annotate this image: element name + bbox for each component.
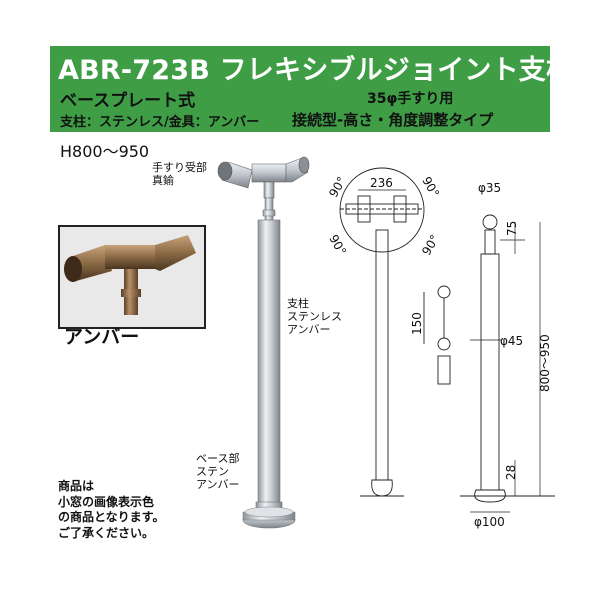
- product-subtitle: ベースプレート式: [60, 91, 196, 111]
- dim-post-dia: φ45: [500, 334, 524, 348]
- dim-width: 236: [370, 176, 393, 190]
- callout-base: ベース部 ステン アンバー: [196, 452, 240, 491]
- product-title: ABR-723B フレキシブルジョイント支柱: [58, 55, 574, 86]
- finish-photo: [58, 225, 206, 329]
- material-spec: 支柱：ステンレス/金具：アンバー: [60, 115, 260, 130]
- handrail-size: 35φ手すり用: [367, 91, 454, 107]
- dim-base-dia: φ100: [474, 515, 505, 529]
- top-view: [339, 167, 425, 253]
- header-banner: [50, 46, 550, 132]
- dimension-lines: [358, 189, 541, 513]
- finish-label: アンバー: [64, 326, 140, 348]
- product-illustration: [217, 156, 310, 529]
- handrail-receiver: [217, 156, 310, 199]
- base-plate: [242, 501, 296, 529]
- callout-post: 支柱 ステンレス アンバー: [287, 297, 342, 336]
- joint-detail: [423, 285, 451, 385]
- type-description: 接続型-高さ・角度調整タイプ: [292, 111, 494, 129]
- dim-top: 75: [505, 220, 519, 236]
- amber-joint-image: [60, 227, 204, 327]
- front-view-post: [360, 229, 404, 497]
- callout-receiver: 手すり受部 真鍮: [152, 161, 207, 187]
- height-range: H800～950: [60, 142, 150, 161]
- dim-base-h: 28: [504, 464, 518, 480]
- height-adjuster: [262, 197, 276, 221]
- post-pipe: [257, 219, 281, 506]
- color-note: 商品は 小窓の画像表示色 の商品となります。 ご了承ください。: [58, 479, 165, 540]
- side-view-post: [460, 214, 555, 503]
- technical-drawing: [339, 167, 555, 513]
- dim-height: 800～950: [538, 334, 552, 392]
- dim-pipe-dia: φ35: [478, 181, 502, 195]
- dim-joint: 150: [410, 312, 424, 335]
